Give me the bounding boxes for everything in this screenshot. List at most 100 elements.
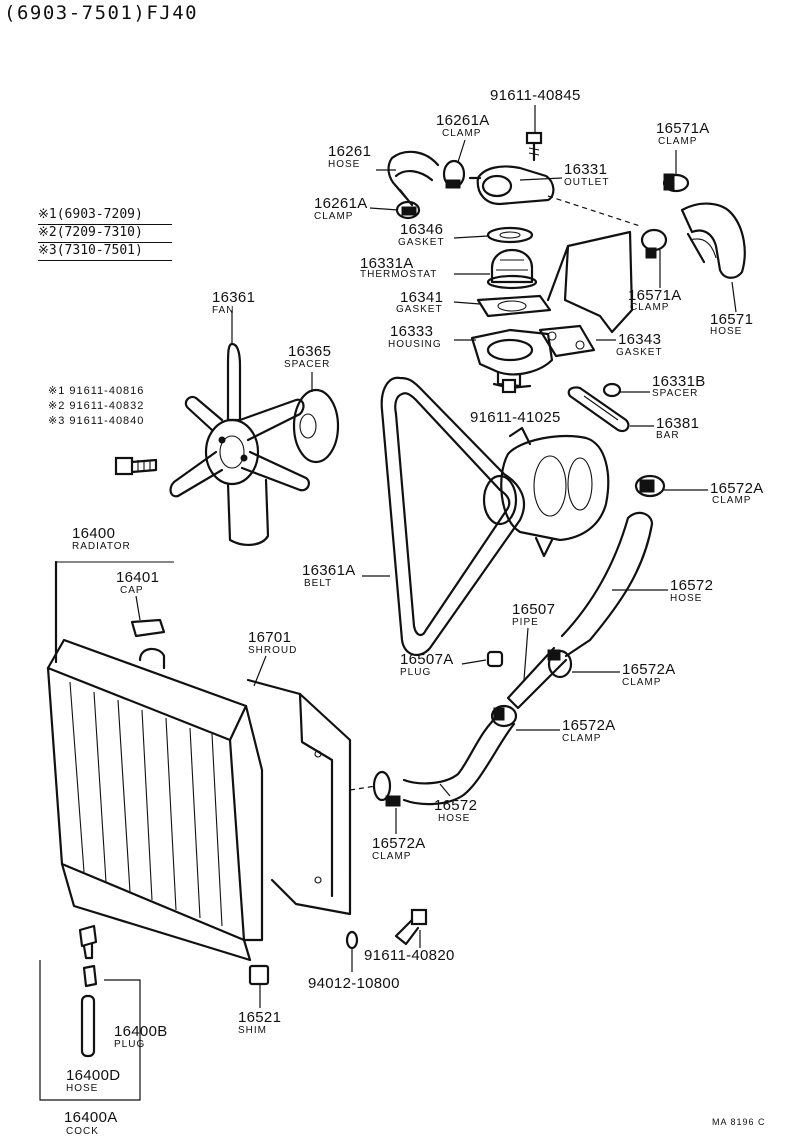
clamp-16572A-mid (490, 704, 518, 728)
part-name: SHIM (238, 1025, 267, 1036)
part-name: PLUG (400, 667, 432, 678)
bar-16381 (567, 386, 630, 433)
hose-16400D (80, 994, 96, 1058)
part-number: 16361 (212, 289, 256, 306)
part-number: 91611-40820 (364, 947, 455, 964)
part-number: 16400A (64, 1109, 118, 1126)
part-number: 16331B (652, 373, 706, 390)
gasket-16346 (486, 226, 534, 244)
bolt-legend-3: ※3 91611-40840 (48, 415, 145, 427)
part-number: 16507A (400, 651, 454, 668)
shroud-16701 (246, 678, 352, 916)
hose-16571 (680, 202, 746, 279)
part-name: HOSE (66, 1083, 99, 1094)
part-name: SHROUD (248, 645, 298, 656)
part-name: GASKET (616, 347, 663, 358)
hose-15572-lower (402, 712, 516, 806)
part-name: CLAMP (372, 851, 412, 862)
part-name: SPACER (284, 359, 331, 370)
plug-16507A (486, 650, 504, 668)
diagram-header: (6903-7501)FJ40 (4, 2, 199, 24)
legend-row-3: ※3(7310-7501) (38, 243, 143, 258)
part-number: 16261A (436, 112, 490, 129)
part-number: 16331A (360, 255, 414, 272)
part-name: HOSE (670, 593, 703, 604)
part-name: BELT (304, 578, 333, 589)
part-name: CAP (120, 585, 144, 596)
part-name: CLAMP (712, 495, 752, 506)
legend-rule-3 (38, 260, 172, 261)
part-number: 16507 (512, 601, 556, 618)
engine-block-outline (546, 230, 634, 334)
plug-16400B (82, 964, 98, 988)
spacer-16365 (292, 388, 340, 464)
clamp-16571A-bottom (640, 228, 668, 259)
legend-row-1: ※1(6903-7209) (38, 207, 143, 222)
part-name: CLAMP (562, 733, 602, 744)
thermostat-16331A (486, 248, 538, 290)
clamp-16261A-top (442, 159, 466, 189)
leader-lines (135, 105, 737, 1008)
part-number: 16571A (628, 287, 682, 304)
radiator-cap-16401 (130, 618, 166, 638)
bolt-legend-2: ※2 91611-40832 (48, 400, 145, 412)
part-number: 16572 (670, 577, 714, 594)
part-name: PIPE (512, 617, 539, 628)
water-pump (482, 426, 610, 558)
part-number: 16341 (400, 289, 444, 306)
part-number: 16701 (248, 629, 292, 646)
part-number: 16401 (116, 569, 160, 586)
part-number: 16343 (618, 331, 662, 348)
part-name: CLAMP (630, 302, 670, 313)
legend-rule-1 (38, 224, 172, 225)
part-name: HOUSING (388, 339, 442, 350)
belt-16361A-inner (394, 392, 511, 636)
part-number: 16572A (622, 661, 676, 678)
part-number: 16572A (372, 835, 426, 852)
part-number: 16400 (72, 525, 116, 542)
part-name: RADIATOR (72, 541, 131, 552)
clamp-16572A-pipe (547, 649, 573, 679)
part-number: 91611-41025 (470, 409, 561, 426)
part-name: HOSE (710, 326, 743, 337)
outlet-bolt (525, 131, 543, 162)
gasket-16343 (538, 324, 596, 358)
part-name: OUTLET (564, 177, 610, 188)
part-name: CLAMP (314, 211, 354, 222)
part-number: 16400B (114, 1023, 168, 1040)
water-outlet-16331 (468, 165, 555, 206)
part-number: 16361A (302, 562, 356, 579)
part-number: 16365 (288, 343, 332, 360)
bolt-legend-1: ※1 91611-40816 (48, 385, 145, 397)
part-name: GASKET (398, 237, 445, 248)
part-name: PLUG (114, 1039, 146, 1050)
part-name: GASKET (396, 304, 443, 315)
bolt-91611-40820 (394, 908, 428, 946)
part-number: 16381 (656, 415, 700, 432)
legend-row-2: ※2(7209-7310) (38, 225, 143, 240)
gasket-16341 (476, 294, 552, 318)
fan-16361 (169, 342, 310, 546)
fan-bolt (114, 456, 158, 476)
pipe-16507 (506, 646, 568, 710)
part-number: 16331 (564, 161, 608, 178)
drain-cock-16400A (78, 924, 98, 960)
part-number: 94012-10800 (308, 975, 400, 992)
hose-dash-line (349, 785, 377, 791)
part-number: 16572A (710, 480, 764, 497)
part-name: FAN (212, 305, 235, 316)
part-name: CLAMP (658, 136, 698, 147)
part-number: 16521 (238, 1009, 282, 1026)
clamp-16261A-left (395, 200, 421, 220)
thermostat-housing-16333 (470, 328, 554, 388)
spacer-16331B (602, 382, 622, 398)
part-number: 16333 (390, 323, 434, 340)
clamp-16571A-top (662, 173, 690, 193)
part-number: 16571A (656, 120, 710, 137)
cock-bracket (39, 960, 141, 1101)
bolt-91611-41025 (492, 378, 532, 394)
part-name: BAR (656, 430, 680, 441)
belt-16361A (380, 376, 526, 657)
part-name: HOSE (438, 813, 471, 824)
